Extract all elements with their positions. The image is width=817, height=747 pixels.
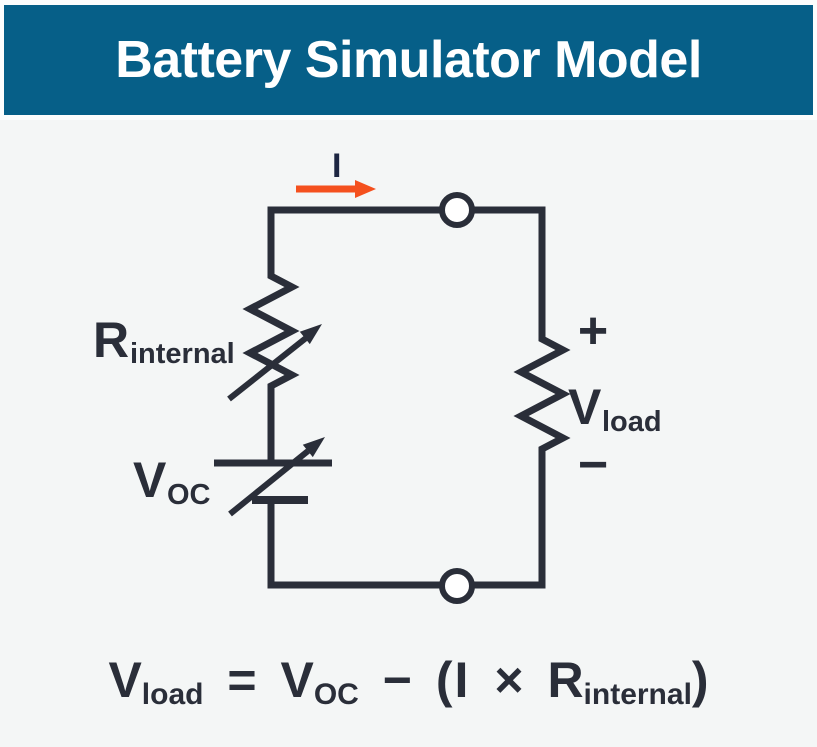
v-load-label: V xyxy=(568,379,602,435)
load-minus-sign: − xyxy=(578,436,608,494)
page-title: Battery Simulator Model xyxy=(115,31,702,89)
header-strip: Battery Simulator Model xyxy=(0,0,817,120)
r-internal-variable-arrow xyxy=(227,335,308,402)
title-bar: Battery Simulator Model xyxy=(4,5,813,115)
equation-close-paren: ) xyxy=(691,652,709,708)
bottom-terminal-icon xyxy=(439,568,475,604)
current-arrowhead-icon xyxy=(355,180,376,198)
r-internal-subscript: internal xyxy=(130,338,235,370)
equation-lhs-subscript: load xyxy=(141,678,204,711)
equation-current: I xyxy=(454,652,469,708)
equation-equals: = xyxy=(227,652,257,708)
equation-r-subscript: internal xyxy=(583,678,692,711)
v-oc-variable-arrowhead-icon xyxy=(302,437,325,458)
v-oc-label: V xyxy=(133,452,167,508)
equation-r: R xyxy=(547,652,584,708)
circuit-loop-wire xyxy=(242,206,571,589)
equation-voc: V xyxy=(280,652,314,708)
equation-times: × xyxy=(494,652,524,708)
v-load-subscript: load xyxy=(602,406,662,438)
equation-lhs: V xyxy=(108,652,142,708)
r-internal-label: R xyxy=(93,312,129,368)
top-terminal-icon xyxy=(439,192,475,228)
r-internal-variable-arrowhead-icon xyxy=(299,324,322,345)
equation-voc-subscript: OC xyxy=(313,678,359,711)
load-plus-sign: + xyxy=(578,302,608,360)
equation-minus: − xyxy=(382,652,412,708)
equation-open-paren: ( xyxy=(435,652,453,708)
v-oc-subscript: OC xyxy=(167,479,211,511)
current-label: I xyxy=(332,147,341,185)
equation: Vload = VOC − (I × Rinternal) xyxy=(0,640,817,724)
v-oc-variable-arrow xyxy=(228,448,310,517)
